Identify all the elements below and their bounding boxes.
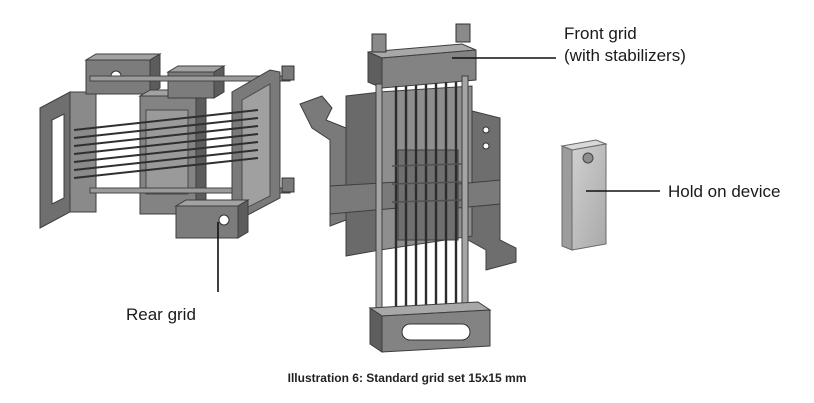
hold-on-device-plate <box>560 139 608 251</box>
leader-lines <box>217 57 660 292</box>
front-grid-label: Front grid <box>564 24 637 43</box>
front-grid-part <box>299 23 517 353</box>
rear-grid-wires <box>73 109 259 179</box>
front-grid-handle <box>368 301 492 353</box>
front-grid-stabilizer-top <box>367 23 477 89</box>
rear-grid-label: Rear grid <box>126 305 196 324</box>
front-grid-cross-wires <box>391 163 463 203</box>
rear-grid-part <box>39 53 295 239</box>
rear-grid-lower-block <box>174 199 250 239</box>
rear-grid-handle <box>39 91 97 229</box>
hold-on-device-label: Hold on device <box>668 182 781 201</box>
rear-grid-top-block <box>166 65 226 99</box>
rear-grid-upper-block <box>84 53 162 95</box>
front-grid-sublabel: (with stabilizers) <box>564 46 686 65</box>
rear-grid-right-frame <box>231 69 281 219</box>
rear-grid-bolts <box>281 65 295 193</box>
figure-caption: Illustration 6: Standard grid set 15x15 … <box>287 371 527 385</box>
